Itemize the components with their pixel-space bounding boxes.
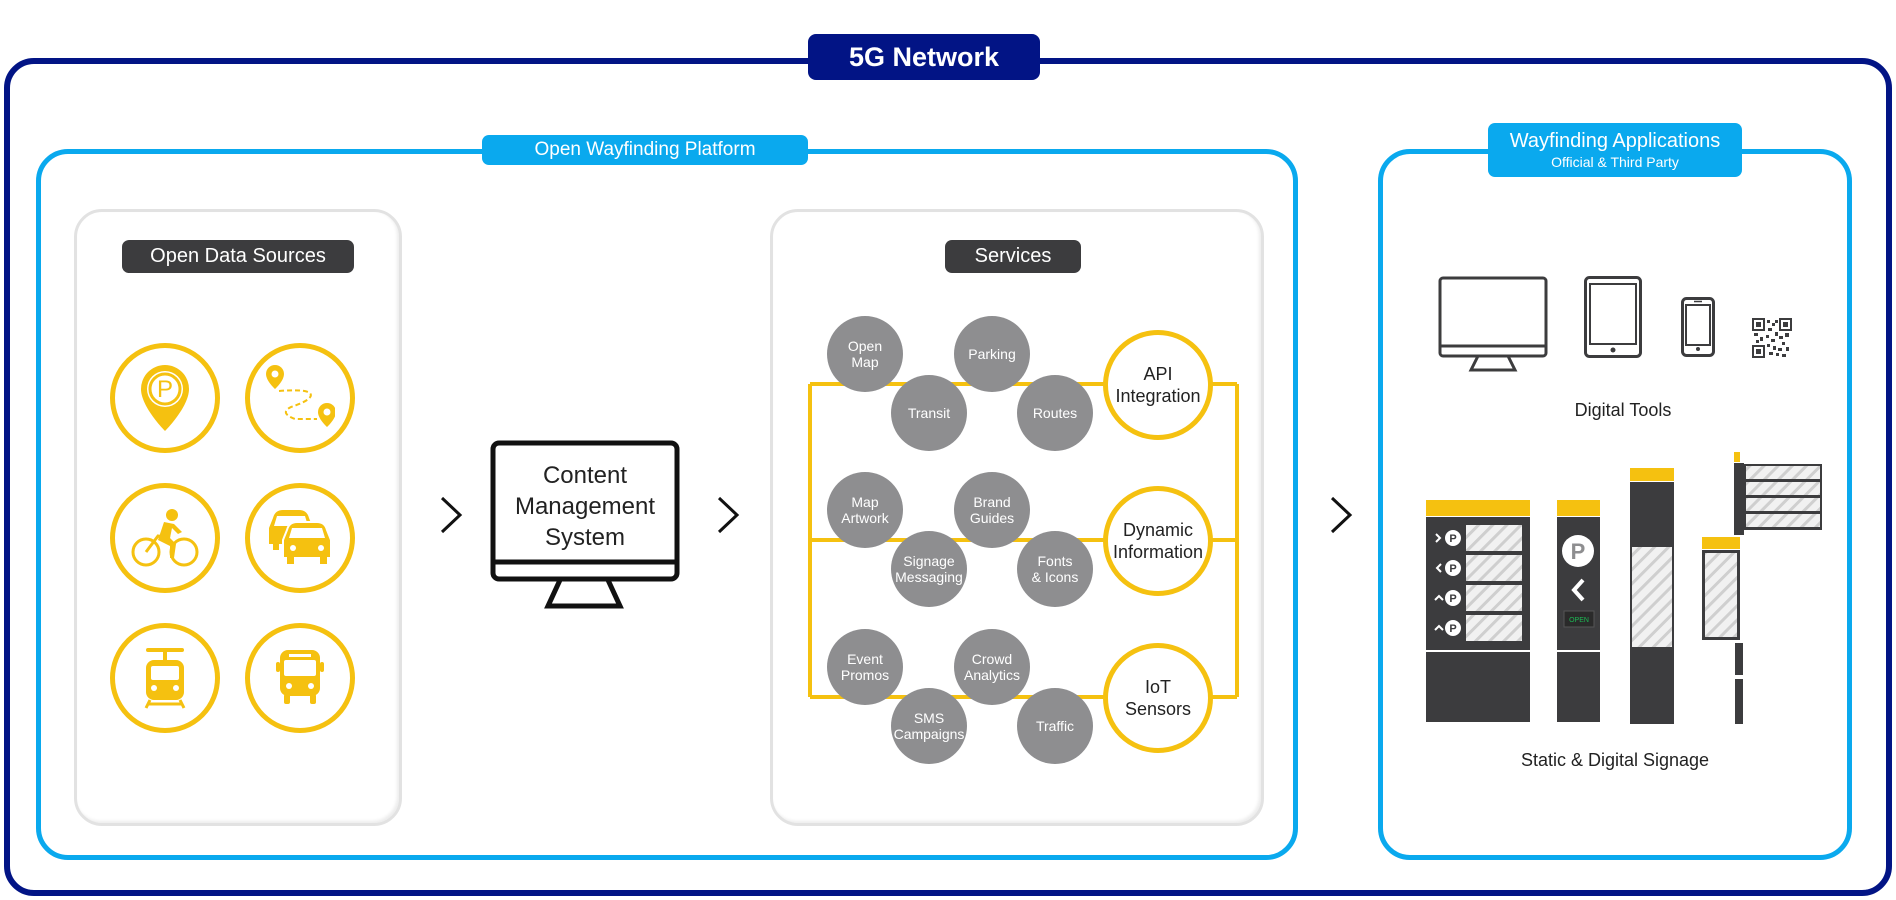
service-hub-label: API [1143,364,1173,384]
cms-line-3: System [544,524,625,551]
signage-caption: Static & Digital Signage [1520,750,1710,770]
service-bubble-label: Transit [907,405,951,421]
service-bubble-label: Artwork [841,510,889,526]
5g-network-label: 5G Network [808,34,1040,80]
service-bubble: Fonts& Icons [1017,531,1093,607]
parking-pin-icon: P [110,343,220,453]
apps-label-subtitle: Official & Third Party [1551,154,1679,170]
cms-line-1: Content [542,462,628,489]
service-bubble-label: Analytics [963,667,1021,683]
service-bubble-label: Campaigns [893,726,965,742]
service-bubble-label: Brand [973,494,1011,510]
platform-label-text: Open Wayfinding Platform [534,139,756,160]
svg-text:P: P [1449,563,1456,575]
smartphone-icon [1681,297,1715,357]
qr-code-icon [1752,318,1792,358]
tablet-icon [1584,276,1642,358]
svg-text:P: P [1571,539,1586,564]
services-connector-lines [808,382,1239,699]
service-bubble-label: Map [851,494,879,510]
service-bubble-label: Messaging [895,569,963,585]
service-hub-label: Dynamic [1122,520,1193,540]
open-sign-text: OPEN [1569,617,1589,624]
signage-illustrations: P P P P P OPEN [1426,452,1822,724]
svg-text:P: P [1449,623,1456,635]
service-bubble: Traffic [1017,688,1093,764]
chevron-right-icon [717,496,740,534]
service-bubble-label: Parking [968,346,1016,362]
svg-text:P: P [1449,593,1456,605]
traffic-cars-icon [245,483,355,593]
service-bubble-label: Routes [1032,405,1078,421]
bus-icon [245,623,355,733]
digital-pylon-sign [1630,468,1674,724]
chevron-right-icon [1330,496,1353,534]
service-hub-label: Information [1112,542,1204,562]
service-bubble-label: Crowd [971,651,1013,667]
service-bubble-label: Fonts [1037,553,1073,569]
tram-icon [110,623,220,733]
open-data-sources-title: Open Data Sources [122,240,354,273]
cms-monitor-icon [490,440,680,609]
service-bubble-label: Promos [840,667,890,683]
service-bubble: Parking [954,316,1030,392]
service-bubble-label: Guides [969,510,1015,526]
content-management-system: Content Management System [490,440,680,610]
services-title: Services [945,240,1081,273]
service-hub-label: Integration [1115,386,1201,406]
service-bubble-label: Signage [903,553,955,569]
service-bubble: Transit [891,375,967,451]
svg-text:P: P [157,376,173,403]
chevron-right-icon [440,496,463,534]
service-bubble-label: Event [847,651,883,667]
parking-directory-sign: P P P P [1426,500,1530,722]
svg-text:P: P [1449,533,1456,545]
parking-totem-sign: P OPEN [1557,500,1600,722]
cms-line-2: Management [514,493,656,520]
route-icon [245,343,355,453]
service-bubble-label: SMS [913,710,945,726]
service-hub-label: IoT [1144,677,1171,697]
service-bubble: Routes [1017,375,1093,451]
desktop-monitor-icon [1438,276,1548,372]
digital-tools-caption: Digital Tools [1574,400,1672,420]
wayfinder-post-sign [1702,537,1743,724]
open-wayfinding-platform-label: Open Wayfinding Platform [482,135,808,165]
wayfinding-applications-label: Wayfinding Applications Official & Third… [1488,123,1742,177]
service-bubble-label: Map [851,354,879,370]
blade-directional-sign [1734,452,1822,535]
bicycle-icon [110,483,220,593]
service-hub-label: Sensors [1124,699,1192,719]
apps-label-title: Wayfinding Applications [1509,130,1721,152]
service-bubble-label: & Icons [1031,569,1079,585]
service-bubble-label: Traffic [1035,718,1075,734]
service-bubble-label: Open [847,338,883,354]
